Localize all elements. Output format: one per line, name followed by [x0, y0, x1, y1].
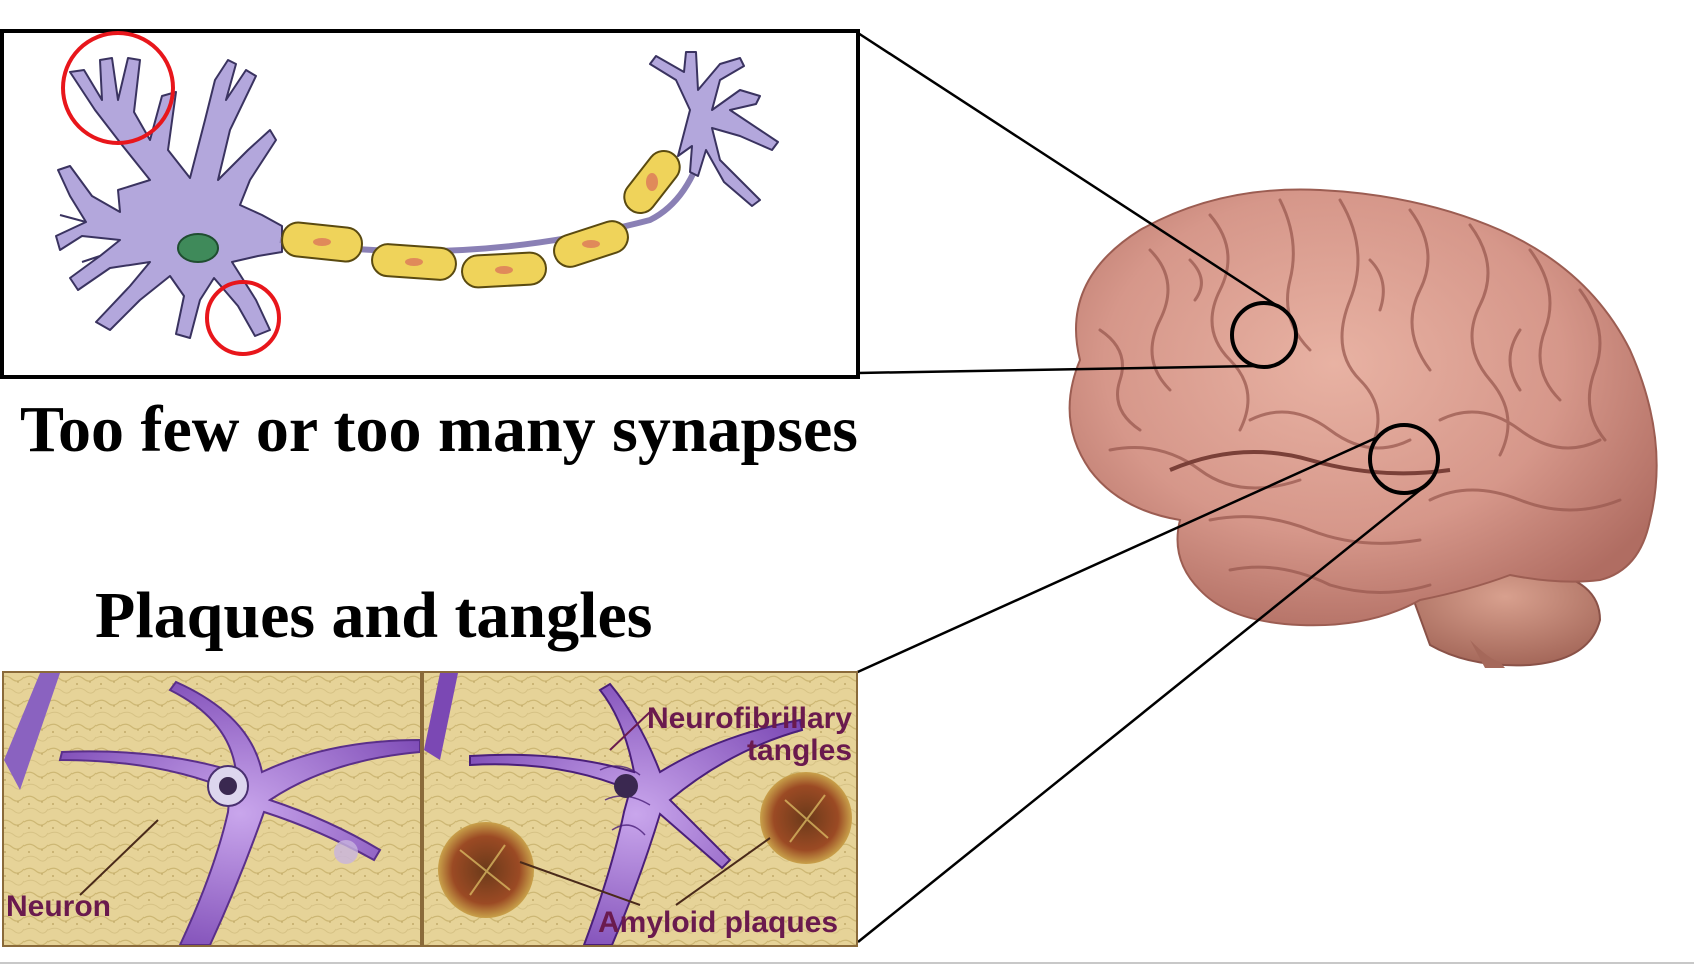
label-neurofibrillary-line1: Neurofibrillary: [647, 702, 852, 735]
plaque-image-box: Neurofibrillary tangles Neuron Amyloid p…: [2, 671, 858, 947]
brain-illustration: [1070, 190, 1657, 669]
neuron-diagram-box: [2, 31, 858, 377]
nucleus-shape: [178, 234, 218, 262]
plaque-caption: Plaques and tangles: [95, 578, 652, 654]
bottom-divider: [0, 962, 1694, 964]
synapse-caption: Too few or too many synapses: [20, 392, 858, 468]
label-amyloid-plaques: Amyloid plaques: [598, 906, 838, 939]
label-neurofibrillary-line2: tangles: [747, 734, 852, 767]
label-neuron: Neuron: [6, 890, 111, 923]
cerebrum-shape: [1070, 190, 1657, 626]
